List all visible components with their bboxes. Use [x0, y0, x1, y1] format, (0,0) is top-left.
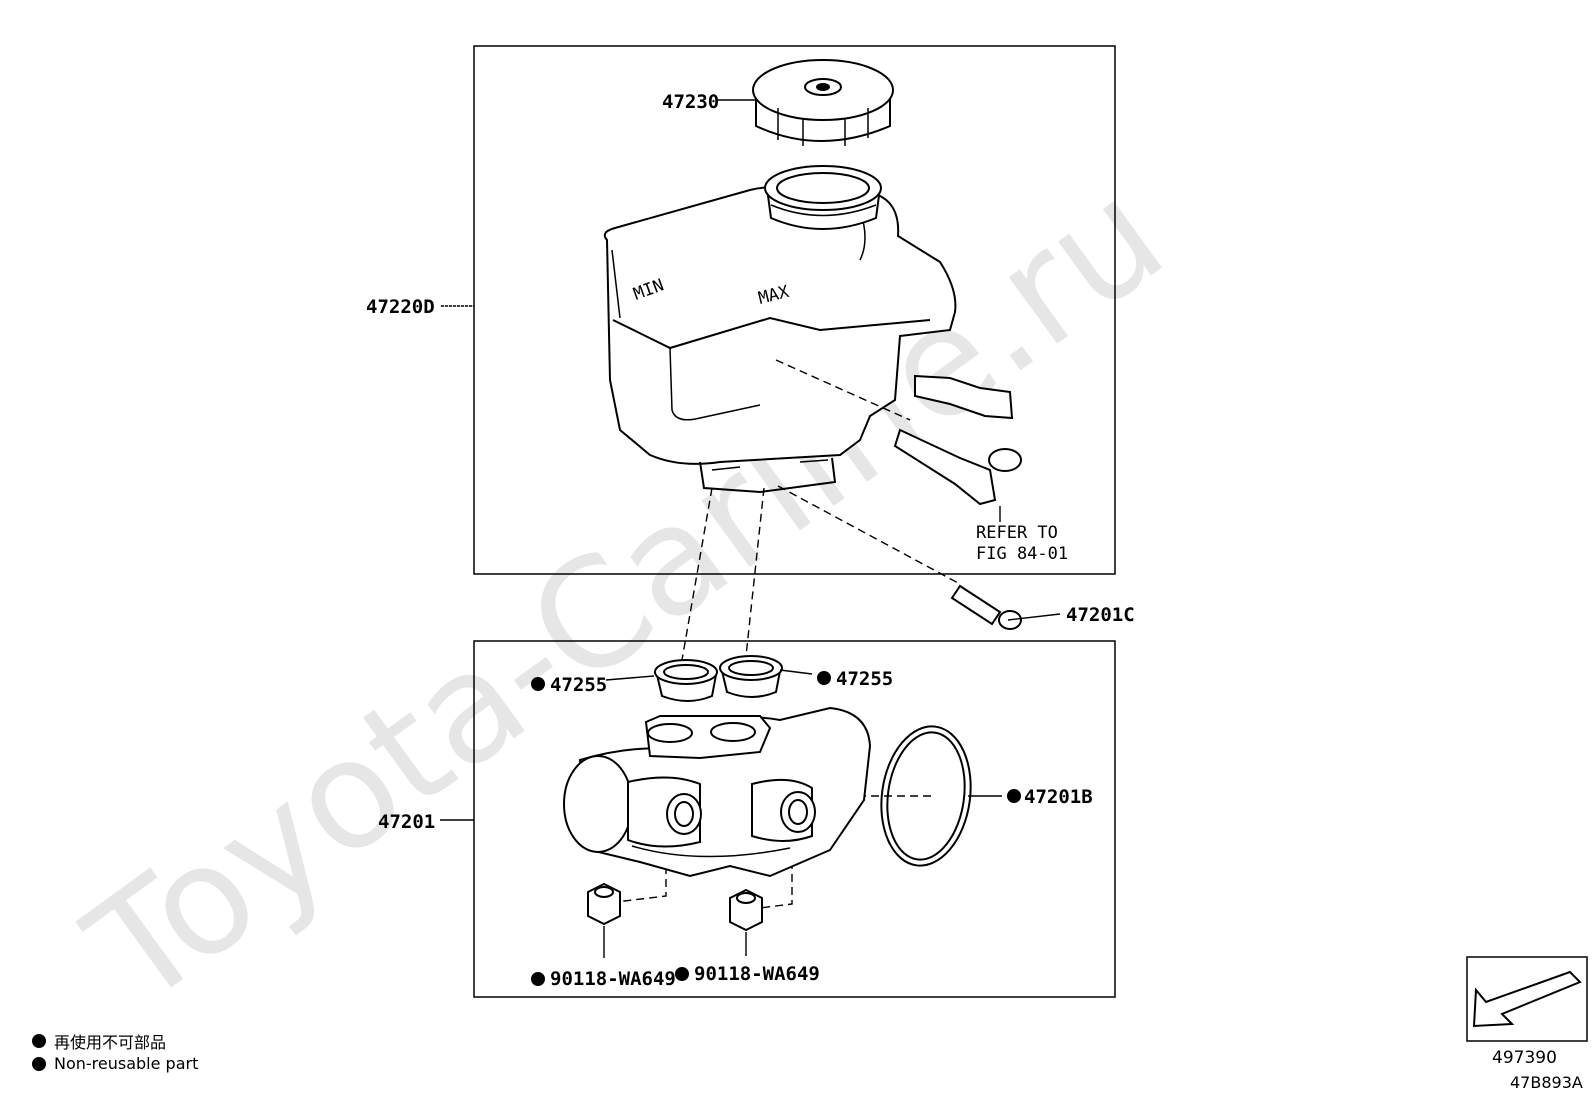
- grommet-right: [719, 655, 783, 698]
- legend-en: Non-reusable part: [32, 1054, 198, 1073]
- non-reusable-markers: [531, 671, 1021, 986]
- bullet-icon: [32, 1056, 46, 1071]
- nut-left: [587, 882, 621, 926]
- drawing-code: 47B893A: [1510, 1073, 1583, 1092]
- refer-line-2[interactable]: FIG 84-01: [976, 544, 1068, 564]
- direction-arrow-icon: [1472, 970, 1582, 1028]
- union-bolt: [950, 584, 1022, 630]
- nut-right: [729, 888, 763, 932]
- refer-line-1[interactable]: REFER TO: [976, 523, 1058, 543]
- direction-box: [1466, 956, 1588, 1042]
- label-nut-left[interactable]: 90118-WA649: [550, 968, 676, 990]
- corner-ref-number: 497390: [1492, 1048, 1557, 1068]
- bullet-icon: [32, 1034, 46, 1048]
- label-grommet-left[interactable]: 47255: [550, 674, 607, 696]
- label-cap[interactable]: 47230: [662, 91, 719, 113]
- reservoir-cap: [752, 59, 894, 146]
- legend-en-text: Non-reusable part: [54, 1054, 199, 1073]
- legend-jp: 再使用不可部品: [32, 1029, 166, 1053]
- cylinder-group-frame: [473, 640, 1116, 998]
- o-ring: [880, 725, 972, 867]
- reservoir-group-frame: [473, 45, 1116, 575]
- grommet-left: [654, 659, 718, 702]
- label-nut-right[interactable]: 90118-WA649: [694, 963, 820, 985]
- assembly-lines: [615, 359, 961, 909]
- legend-jp-text: 再使用不可部品: [54, 1033, 167, 1052]
- label-bolt[interactable]: 47201C: [1066, 604, 1135, 626]
- level-warning-switch: [893, 374, 1022, 506]
- label-o-ring[interactable]: 47201B: [1024, 786, 1093, 808]
- reservoir-filler-neck: [764, 165, 882, 230]
- master-cylinder-body: [563, 706, 872, 878]
- label-grommet-right[interactable]: 47255: [836, 668, 893, 690]
- label-reservoir[interactable]: 47220D: [366, 296, 435, 318]
- label-cylinder[interactable]: 47201: [378, 811, 435, 833]
